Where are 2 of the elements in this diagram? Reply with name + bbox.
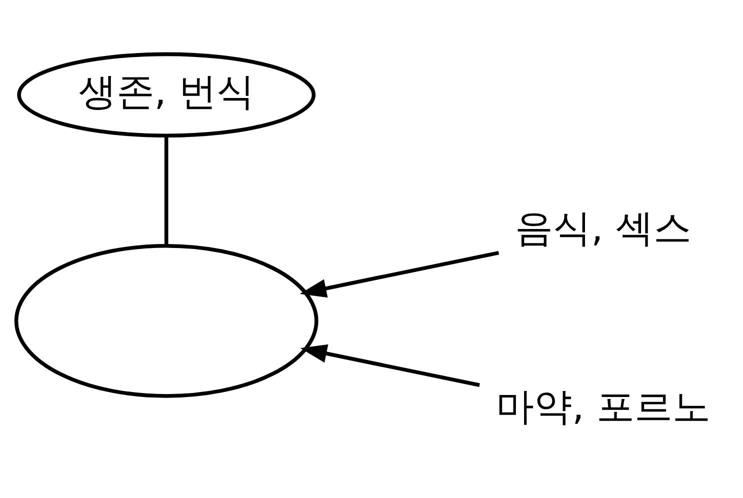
- node-text: 마약, 포르노: [496, 384, 710, 428]
- node-text: 음식, 섹스: [515, 206, 692, 250]
